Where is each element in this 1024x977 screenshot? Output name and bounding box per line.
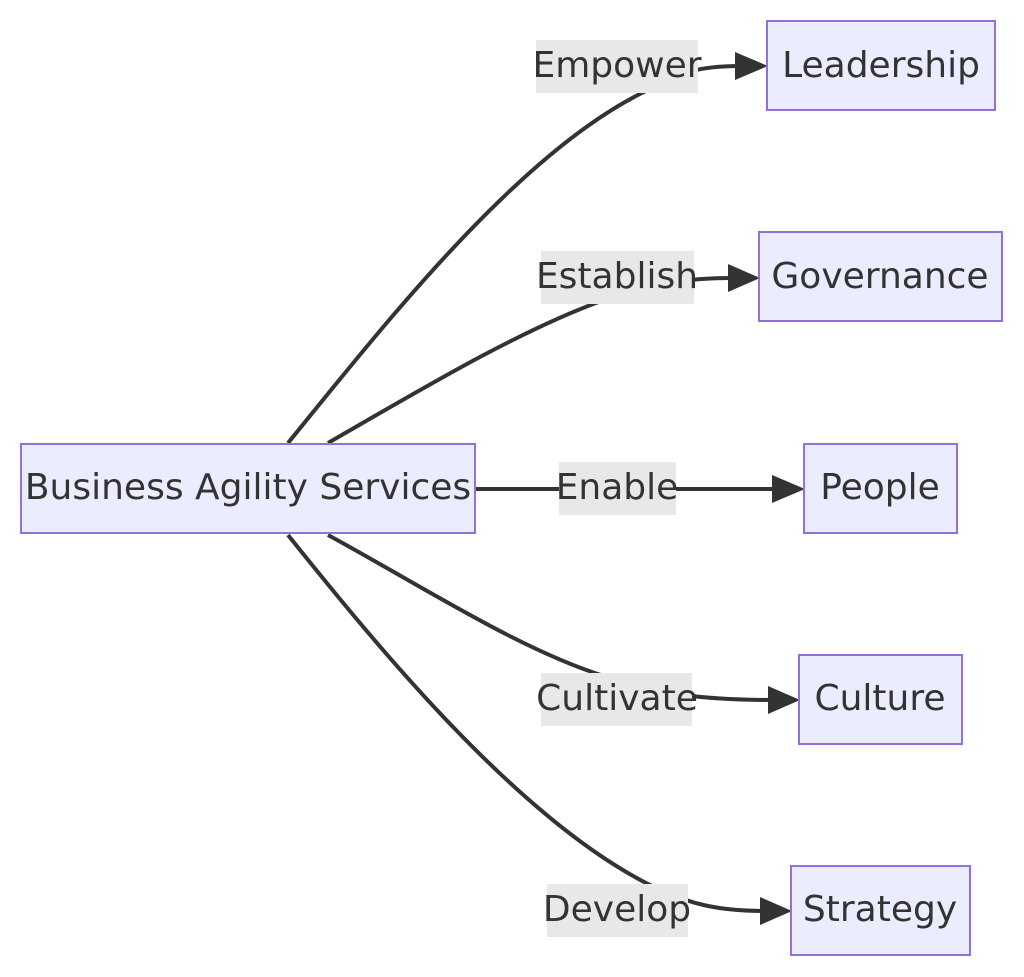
arrowhead-cultivate xyxy=(768,686,800,714)
edge-label-develop-text: Develop xyxy=(543,889,691,930)
edge-labels: Empower Establish Enable Cultivate Devel… xyxy=(532,40,702,937)
edge-cultivate xyxy=(327,533,775,702)
edge-develop xyxy=(286,533,767,913)
node-leadership-label: Leadership xyxy=(782,45,980,86)
edge-label-cultivate: Cultivate xyxy=(536,673,698,726)
edge-label-enable: Enable xyxy=(556,462,679,515)
node-leadership[interactable]: Leadership xyxy=(766,20,996,111)
edge-label-develop: Develop xyxy=(543,884,691,937)
node-business-agility-services-label: Business Agility Services xyxy=(25,467,471,508)
node-governance-label: Governance xyxy=(771,256,988,297)
arrowhead-establish xyxy=(728,264,760,292)
nodes: Business Agility Services Leadership Gov… xyxy=(20,20,1003,956)
node-strategy-label: Strategy xyxy=(803,889,957,930)
edge-label-establish-text: Establish xyxy=(536,256,698,297)
node-people[interactable]: People xyxy=(803,443,958,534)
arrowhead-empower xyxy=(735,52,768,80)
edge-label-enable-text: Enable xyxy=(556,467,679,508)
edge-label-cultivate-text: Cultivate xyxy=(536,678,698,719)
edge-label-empower-text: Empower xyxy=(532,45,701,86)
node-culture[interactable]: Culture xyxy=(798,654,963,745)
edge-label-empower: Empower xyxy=(532,40,702,93)
node-governance[interactable]: Governance xyxy=(758,231,1003,322)
arrowhead-develop xyxy=(760,897,792,925)
edge-label-establish: Establish xyxy=(536,251,698,304)
node-culture-label: Culture xyxy=(814,678,945,719)
arrowhead-enable xyxy=(772,475,805,503)
node-business-agility-services[interactable]: Business Agility Services xyxy=(20,443,476,534)
node-strategy[interactable]: Strategy xyxy=(790,865,971,956)
node-people-label: People xyxy=(820,467,940,508)
